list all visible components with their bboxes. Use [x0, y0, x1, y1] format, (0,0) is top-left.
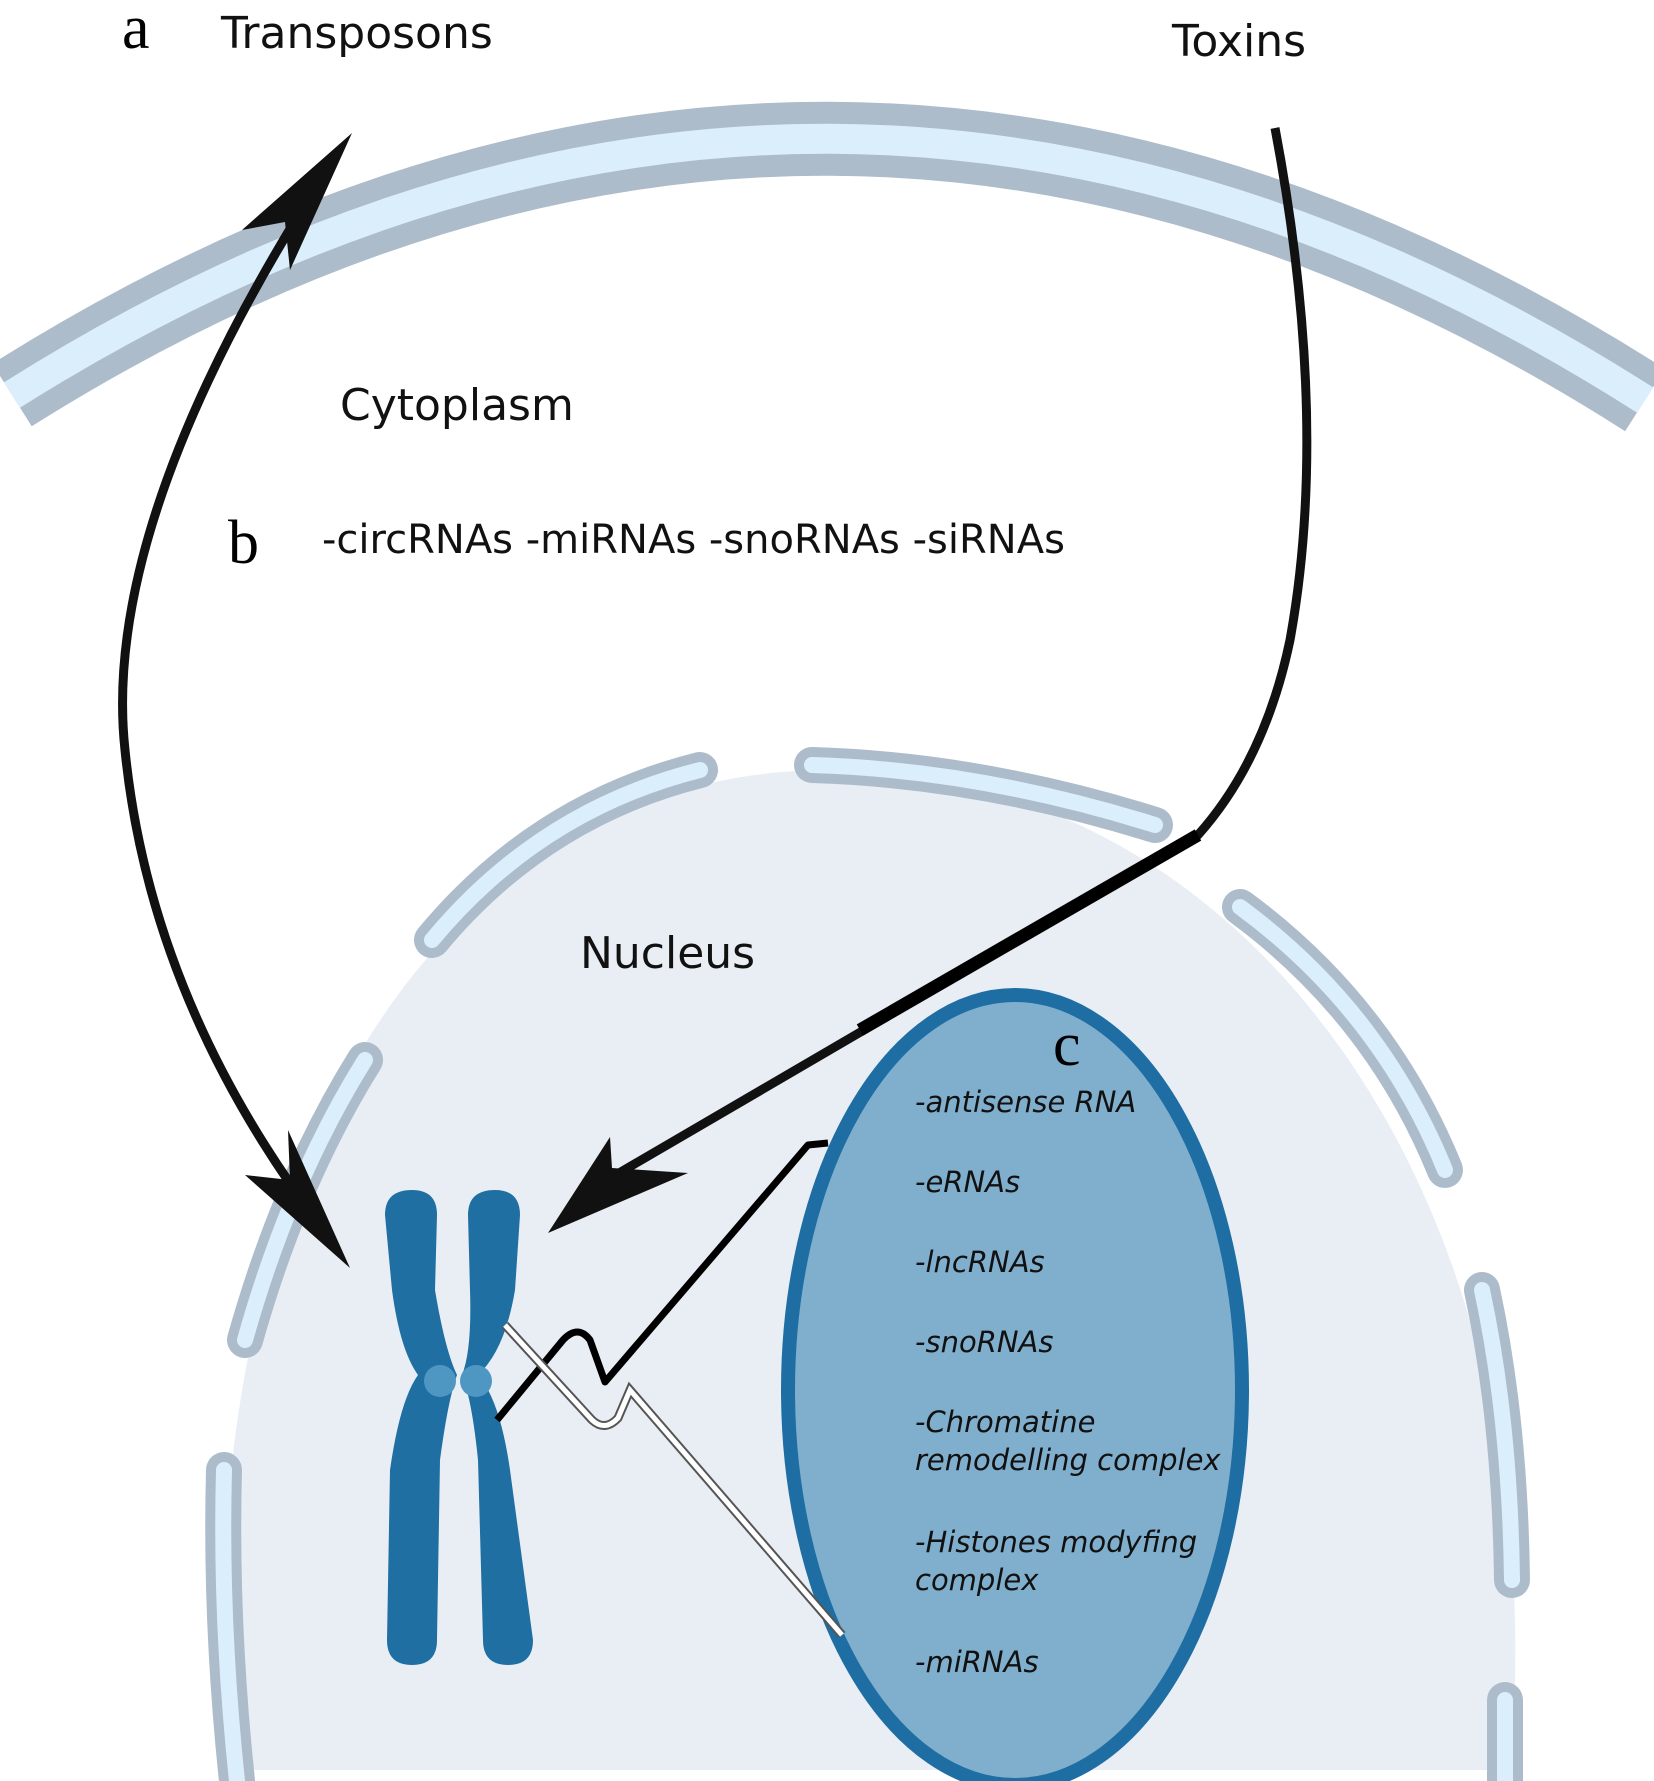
nuclear-factor-item: -eRNAs [915, 1165, 1020, 1199]
nuclear-factor-item: -snoRNAs [915, 1325, 1054, 1359]
centromere-left [424, 1365, 456, 1397]
nuclear-factor-item: -lncRNAs [915, 1245, 1045, 1279]
nuclear-factor-item: -Chromatine remodelling complex [915, 1405, 1221, 1477]
transposons-arrow-shaft [118, 162, 334, 1228]
cytoplasm-ncrna-list: -circRNAs -miRNAs -snoRNAs -siRNAs [322, 517, 1065, 563]
zoom-connector [494, 1139, 846, 1638]
panel-label-c: c [1053, 1011, 1081, 1079]
panel-label-b: b [228, 509, 259, 577]
chromatid-right [462, 1190, 533, 1665]
transposons-arrow [118, 133, 352, 1268]
nuclear-factor-item: -miRNAs [915, 1645, 1039, 1679]
centromere-right [460, 1365, 492, 1397]
nuclear-envelope-segment [794, 747, 1173, 843]
toxins-arrowhead [548, 1137, 688, 1233]
toxins-arrow-shaft [587, 127, 1312, 1194]
nuclear-envelope-segment [1464, 1272, 1530, 1598]
transposons-arrowhead-top [242, 133, 352, 270]
toxins-arrow [548, 127, 1312, 1233]
zoom-ellipse [781, 988, 1249, 1781]
cell-membrane [0, 101, 1654, 432]
label-cytoplasm: Cytoplasm [340, 380, 574, 431]
zoom-connector-black [494, 1139, 829, 1423]
nuclear-factors-list: -antisense RNA -eRNAs -lncRNAs -snoRNAs … [915, 1085, 1221, 1679]
nuclear-envelope-segment [414, 752, 718, 958]
nuclear-envelope-segment [205, 1452, 255, 1781]
nuclear-factor-item: -Histones modyfing complex [915, 1525, 1206, 1597]
label-toxins: Toxins [1171, 16, 1306, 67]
transposons-arrowhead-bottom [245, 1130, 350, 1268]
label-nucleus: Nucleus [580, 928, 755, 979]
nuclear-factors-callout [781, 988, 1249, 1781]
label-transposons: Transposons [220, 8, 493, 59]
chromatid-left [385, 1190, 457, 1665]
panel-label-a: a [122, 0, 150, 62]
nuclear-factor-item: -antisense RNA [915, 1085, 1136, 1119]
cell-membrane-inner [4, 123, 1654, 413]
nuclear-envelope-segment [1222, 889, 1463, 1188]
chromosome [385, 1190, 533, 1665]
